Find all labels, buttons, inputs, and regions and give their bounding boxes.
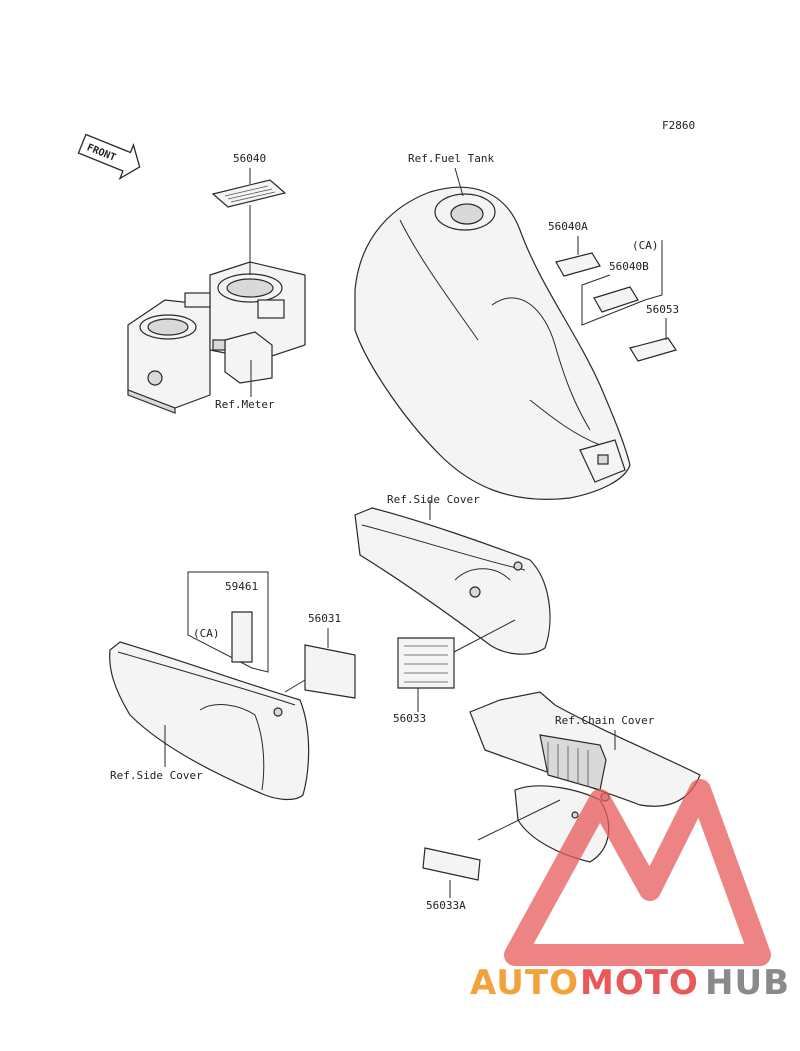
figure-code: F2860 <box>662 119 695 132</box>
label-56033: 56033 <box>393 712 426 725</box>
label-56033A: 56033A <box>426 899 466 912</box>
label-ca-left: (CA) <box>193 627 220 640</box>
automotohub-wordmark: AUTO MOTO HUB <box>470 963 790 1003</box>
label-ca-top: (CA) <box>632 239 659 252</box>
side-cover-lower <box>109 641 310 801</box>
meter-assembly <box>127 261 306 414</box>
decal-56033A <box>422 847 481 881</box>
svg-text:MOTO: MOTO <box>580 963 699 1003</box>
label-ref-chain-cover: Ref.Chain Cover <box>555 714 655 727</box>
label-ref-fuel-tank: Ref.Fuel Tank <box>408 152 494 165</box>
svg-text:AUTO: AUTO <box>470 963 579 1003</box>
front-arrow-icon: FRONT <box>77 133 141 180</box>
decal-56040 <box>211 179 287 208</box>
decal-59461 <box>231 611 253 663</box>
decal-56040B <box>593 286 639 313</box>
label-56040B: 56040B <box>609 260 649 273</box>
decal-56040A <box>555 252 601 277</box>
label-ref-side-cover-upper: Ref.Side Cover <box>387 493 480 506</box>
label-56031: 56031 <box>308 612 341 625</box>
decal-56033 <box>397 637 455 689</box>
label-56040: 56040 <box>233 152 266 165</box>
label-ref-side-cover-lower: Ref.Side Cover <box>110 769 203 782</box>
label-59461: 59461 <box>225 580 258 593</box>
label-56040A: 56040A <box>548 220 588 233</box>
automotohub-logo-icon <box>504 779 771 966</box>
label-56053: 56053 <box>646 303 679 316</box>
decal-56031 <box>304 644 356 699</box>
decal-56053 <box>629 337 677 362</box>
svg-text:HUB: HUB <box>705 963 790 1003</box>
label-ref-meter: Ref.Meter <box>215 398 275 411</box>
fuel-tank <box>354 186 631 500</box>
side-cover-upper <box>354 507 551 655</box>
